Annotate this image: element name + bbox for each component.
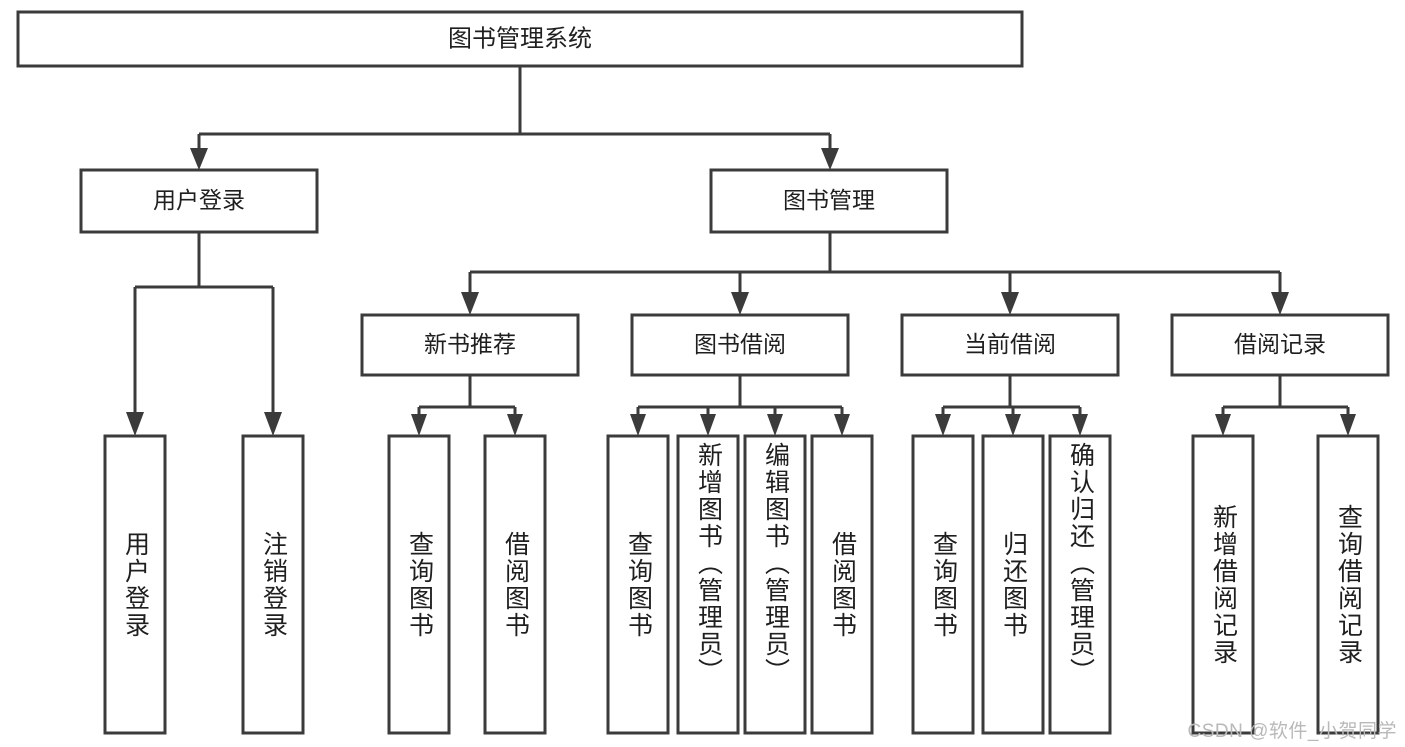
node-leaf-user-login-rect[interactable]	[103, 434, 167, 735]
node-layer: 图书管理系统 用户登录 图书管理 新书推荐 图书借阅 当前	[16, 10, 1390, 735]
node-leaf-borrow-book-rect[interactable]	[810, 434, 874, 735]
watermark-text: CSDN @软件_小贺同学	[1187, 721, 1397, 742]
arrow-head-book-management	[821, 148, 839, 170]
node-borrow-record-label: 借阅记录	[1234, 331, 1326, 357]
arrow-head-leaf-return-book	[1005, 414, 1021, 436]
arrow-head-new-book-recommend	[461, 292, 479, 315]
arrow-head-leaf-add-book-admin	[700, 414, 716, 436]
node-book-borrow-rect[interactable]	[630, 313, 850, 377]
node-leaf-confirm-return-admin-rect[interactable]	[1048, 434, 1112, 735]
arrow-head-user-login	[190, 148, 208, 170]
arrow-head-borrow-record	[1271, 292, 1289, 315]
arrow-head-leaf-borrow-book	[834, 414, 850, 436]
arrow-head-leaf-logout	[264, 412, 282, 436]
node-leaf-borrow-book-recommend-rect[interactable]	[483, 434, 547, 735]
node-book-management-label: 图书管理	[783, 187, 875, 213]
node-new-book-recommend[interactable]: 新书推荐	[360, 313, 580, 377]
node-root-rect[interactable]	[16, 10, 1024, 68]
arrow-head-leaf-borrow-book-recommend	[507, 414, 523, 436]
node-book-management-rect[interactable]	[709, 168, 949, 234]
node-borrow-record[interactable]: 借阅记录	[1170, 313, 1390, 377]
arrow-head-leaf-query-book-current	[935, 414, 951, 436]
arrow-head-current-borrow	[1001, 292, 1019, 315]
node-user-login-label: 用户登录	[153, 187, 245, 213]
node-leaf-query-book-current-rect[interactable]	[911, 434, 975, 735]
node-current-borrow-rect[interactable]	[900, 313, 1120, 377]
arrow-head-leaf-confirm-return-admin	[1072, 414, 1088, 436]
leaf-rect-layer	[103, 434, 1380, 735]
node-root[interactable]: 图书管理系统	[16, 10, 1024, 68]
arrow-head-leaf-query-book-borrow	[630, 414, 646, 436]
arrow-head-leaf-add-borrow-record	[1215, 414, 1231, 436]
node-new-book-recommend-label: 新书推荐	[424, 331, 516, 357]
node-user-login[interactable]: 用户登录	[79, 168, 319, 234]
node-leaf-edit-book-admin-rect[interactable]	[743, 434, 807, 735]
arrow-head-leaf-query-borrow-record	[1340, 414, 1356, 436]
arrow-head-book-borrow	[731, 292, 749, 315]
node-leaf-logout-rect[interactable]	[241, 434, 305, 735]
arrow-head-leaf-user-login	[126, 412, 144, 436]
connector-layer	[126, 66, 1356, 436]
node-current-borrow[interactable]: 当前借阅	[900, 313, 1120, 377]
node-book-borrow[interactable]: 图书借阅	[630, 313, 850, 377]
arrow-head-leaf-query-book-recommend	[411, 414, 427, 436]
node-book-borrow-label: 图书借阅	[694, 331, 786, 357]
node-new-book-recommend-rect[interactable]	[360, 313, 580, 377]
node-root-label: 图书管理系统	[448, 25, 592, 52]
node-borrow-record-rect[interactable]	[1170, 313, 1390, 377]
node-leaf-add-book-admin-rect[interactable]	[676, 434, 740, 735]
node-leaf-add-borrow-record-rect[interactable]	[1191, 434, 1255, 735]
node-user-login-rect[interactable]	[79, 168, 319, 234]
node-leaf-query-book-borrow-rect[interactable]	[606, 434, 670, 735]
node-book-management[interactable]: 图书管理	[709, 168, 949, 234]
node-leaf-query-book-recommend-rect[interactable]	[387, 434, 451, 735]
arrow-head-leaf-edit-book-admin	[767, 414, 783, 436]
node-leaf-query-borrow-record-rect[interactable]	[1316, 434, 1380, 735]
node-current-borrow-label: 当前借阅	[964, 331, 1056, 357]
node-leaf-return-book-rect[interactable]	[981, 434, 1045, 735]
